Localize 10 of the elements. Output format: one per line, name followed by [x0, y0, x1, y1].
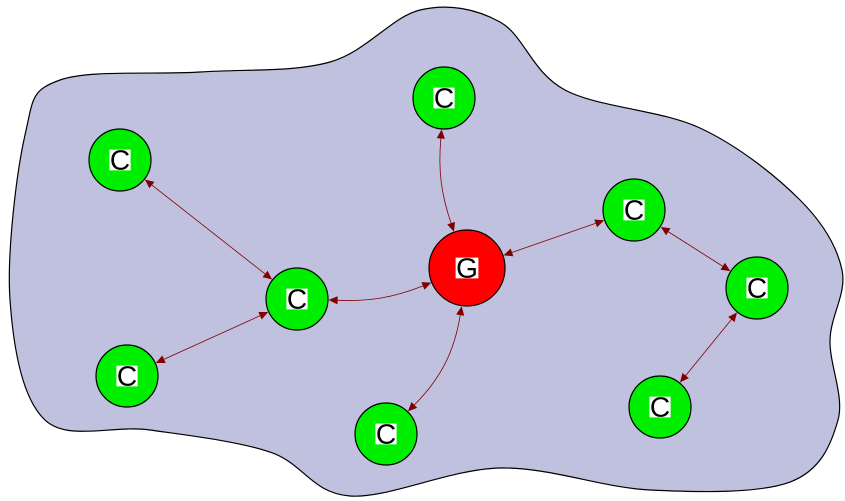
circle-node: C: [602, 178, 666, 242]
circle-node: C: [95, 344, 159, 408]
circle-node: C: [628, 375, 692, 439]
circle-node: C: [88, 128, 152, 192]
circle-node: C: [412, 66, 476, 130]
circle-node: G: [428, 229, 506, 307]
circle-node: C: [725, 256, 789, 320]
circle-node: C: [265, 267, 329, 331]
cloud-region: [8, 6, 844, 497]
circle-node: C: [354, 402, 418, 466]
